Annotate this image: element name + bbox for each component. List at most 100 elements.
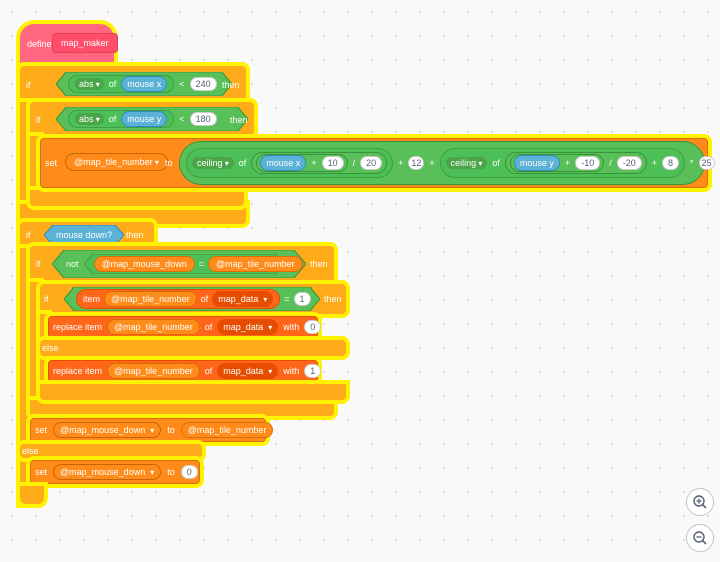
- set-tile-number-block[interactable]: set @map_tile_number to ceiling of mouse…: [40, 138, 715, 188]
- list-dropdown[interactable]: map_data: [217, 319, 279, 335]
- plus-label: +: [429, 158, 435, 168]
- mouse-x-reporter[interactable]: mouse x: [260, 155, 307, 171]
- abs-op-1[interactable]: abs of mouse x: [68, 75, 175, 93]
- then-keyword: then: [310, 259, 328, 269]
- ceiling-dropdown-x[interactable]: ceiling: [192, 157, 234, 169]
- then-keyword: then: [222, 80, 240, 90]
- zoom-in-button[interactable]: [686, 488, 714, 516]
- set-mouse-down-block-1[interactable]: set @map_mouse_down to @map_tile_number: [30, 418, 274, 442]
- if-else-block-3-arm: [20, 248, 30, 484]
- item-of-list-reporter[interactable]: item @map_tile_number of map_data: [76, 289, 281, 309]
- not-condition[interactable]: not @map_mouse_down = @map_tile_number: [52, 250, 306, 278]
- add-op-y[interactable]: mouse y + -10: [509, 154, 605, 172]
- value-180[interactable]: 180: [189, 112, 217, 126]
- tile-number-variable[interactable]: @map_tile_number: [207, 256, 303, 272]
- define-hat-block[interactable]: define map_maker: [20, 24, 118, 66]
- value-neg20[interactable]: -20: [616, 156, 642, 170]
- variable-dropdown[interactable]: @map_mouse_down: [53, 464, 162, 480]
- of-label: of: [200, 294, 209, 304]
- if-keyword: if: [36, 115, 41, 125]
- ceiling-op-y[interactable]: ceiling of mouse y + -10 / -20 + 8: [439, 148, 686, 178]
- value-10[interactable]: 10: [321, 156, 344, 170]
- add-op-x[interactable]: mouse x + 10: [256, 154, 348, 172]
- replace-item-label: replace item: [53, 322, 103, 332]
- variable-dropdown[interactable]: @map_tile_number: [65, 153, 168, 171]
- abs-dropdown-2[interactable]: abs: [75, 113, 104, 125]
- mouse-down-variable[interactable]: @map_mouse_down: [93, 256, 195, 272]
- zoom-out-icon: [693, 531, 707, 545]
- with-label: with: [283, 322, 300, 332]
- if-else-block-3-header[interactable]: if mouse down? then: [20, 222, 154, 248]
- variable-dropdown[interactable]: @map_mouse_down: [53, 422, 162, 438]
- compare-lt-1[interactable]: abs of mouse x < 240: [56, 72, 232, 96]
- replace-item-block-1[interactable]: replace item @map_tile_number of map_dat…: [48, 316, 322, 338]
- abs-op-2[interactable]: abs of mouse y: [68, 110, 175, 128]
- equals-condition-5[interactable]: item @map_tile_number of map_data = 1: [64, 287, 320, 311]
- abs-dropdown-1[interactable]: abs: [75, 78, 104, 90]
- to-keyword: to: [165, 158, 173, 168]
- mouse-down-condition[interactable]: mouse down?: [44, 225, 124, 245]
- mouse-y-reporter[interactable]: mouse y: [121, 111, 168, 127]
- value-25[interactable]: 25: [698, 156, 715, 170]
- if-keyword: if: [26, 230, 31, 240]
- mouse-x-reporter[interactable]: mouse x: [121, 76, 168, 92]
- value-8[interactable]: 8: [662, 156, 680, 170]
- item-label: item: [83, 294, 101, 304]
- replace-item-label: replace item: [53, 366, 103, 376]
- replace-item-block-2[interactable]: replace item @map_tile_number of map_dat…: [48, 360, 322, 382]
- list-dropdown[interactable]: map_data: [217, 363, 279, 379]
- to-keyword: to: [167, 467, 175, 477]
- tile-number-variable[interactable]: @map_tile_number: [180, 422, 274, 438]
- if-block-4-header[interactable]: if not @map_mouse_down = @map_tile_numbe…: [30, 246, 334, 282]
- set-keyword: set: [45, 158, 58, 168]
- ceiling-op-x[interactable]: ceiling of mouse x + 10 / 20: [186, 148, 394, 178]
- not-label: not: [66, 259, 79, 269]
- times-label: *: [690, 158, 694, 168]
- zoom-out-button[interactable]: [686, 524, 714, 552]
- value-1[interactable]: 1: [304, 364, 322, 378]
- if-block-1-header[interactable]: if abs of mouse x < 240 then: [20, 66, 246, 102]
- div-label: /: [352, 158, 356, 168]
- set-keyword: set: [35, 467, 48, 477]
- value-240[interactable]: 240: [189, 77, 217, 91]
- if-keyword: if: [44, 294, 49, 304]
- if-keyword: if: [26, 80, 31, 90]
- if-else-block-5-header[interactable]: if item @map_tile_number of map_data = 1…: [40, 284, 346, 314]
- tile-number-variable[interactable]: @map_tile_number: [107, 319, 200, 335]
- equals-condition-4[interactable]: @map_mouse_down = @map_tile_number: [83, 254, 303, 274]
- ceiling-dropdown-y[interactable]: ceiling: [445, 157, 488, 169]
- div-label: /: [609, 158, 612, 168]
- tile-number-variable[interactable]: @map_tile_number: [104, 291, 197, 307]
- else-keyword: else: [22, 446, 39, 456]
- div-op-y[interactable]: mouse y + -10 / -20: [504, 152, 647, 174]
- with-label: with: [283, 366, 300, 376]
- value-20[interactable]: 20: [360, 156, 383, 170]
- tile-number-variable[interactable]: @map_tile_number: [107, 363, 200, 379]
- else-divider-5: else: [40, 340, 346, 356]
- of-label: of: [238, 158, 247, 168]
- if-block-1-arm: [20, 102, 30, 220]
- lt-op-label: <: [179, 114, 185, 124]
- if-block-2-arm: [30, 136, 40, 196]
- then-keyword: then: [126, 230, 144, 240]
- proc-name-arg: map_maker: [52, 33, 118, 53]
- if-else-block-3-footer: [20, 486, 44, 504]
- value-0[interactable]: 0: [304, 320, 322, 334]
- mouse-y-reporter[interactable]: mouse y: [513, 155, 560, 171]
- of-label: of: [204, 366, 213, 376]
- value-neg10[interactable]: -10: [575, 156, 601, 170]
- compare-lt-2[interactable]: abs of mouse y < 180: [56, 107, 248, 131]
- plus-label: +: [311, 158, 317, 168]
- if-block-1-footer: [20, 204, 246, 224]
- set-mouse-down-block-2[interactable]: set @map_mouse_down to 0: [30, 460, 200, 484]
- if-keyword: if: [36, 259, 41, 269]
- set-keyword: set: [35, 425, 48, 435]
- list-dropdown[interactable]: map_data: [212, 291, 274, 307]
- sum-expression[interactable]: ceiling of mouse x + 10 / 20 + 12 + ceil…: [179, 141, 715, 185]
- value-0[interactable]: 0: [180, 465, 198, 479]
- value-12[interactable]: 12: [408, 156, 425, 170]
- if-block-2-header[interactable]: if abs of mouse y < 180 then: [30, 102, 254, 136]
- div-op-x[interactable]: mouse x + 10 / 20: [251, 152, 388, 174]
- value-1[interactable]: 1: [293, 292, 311, 306]
